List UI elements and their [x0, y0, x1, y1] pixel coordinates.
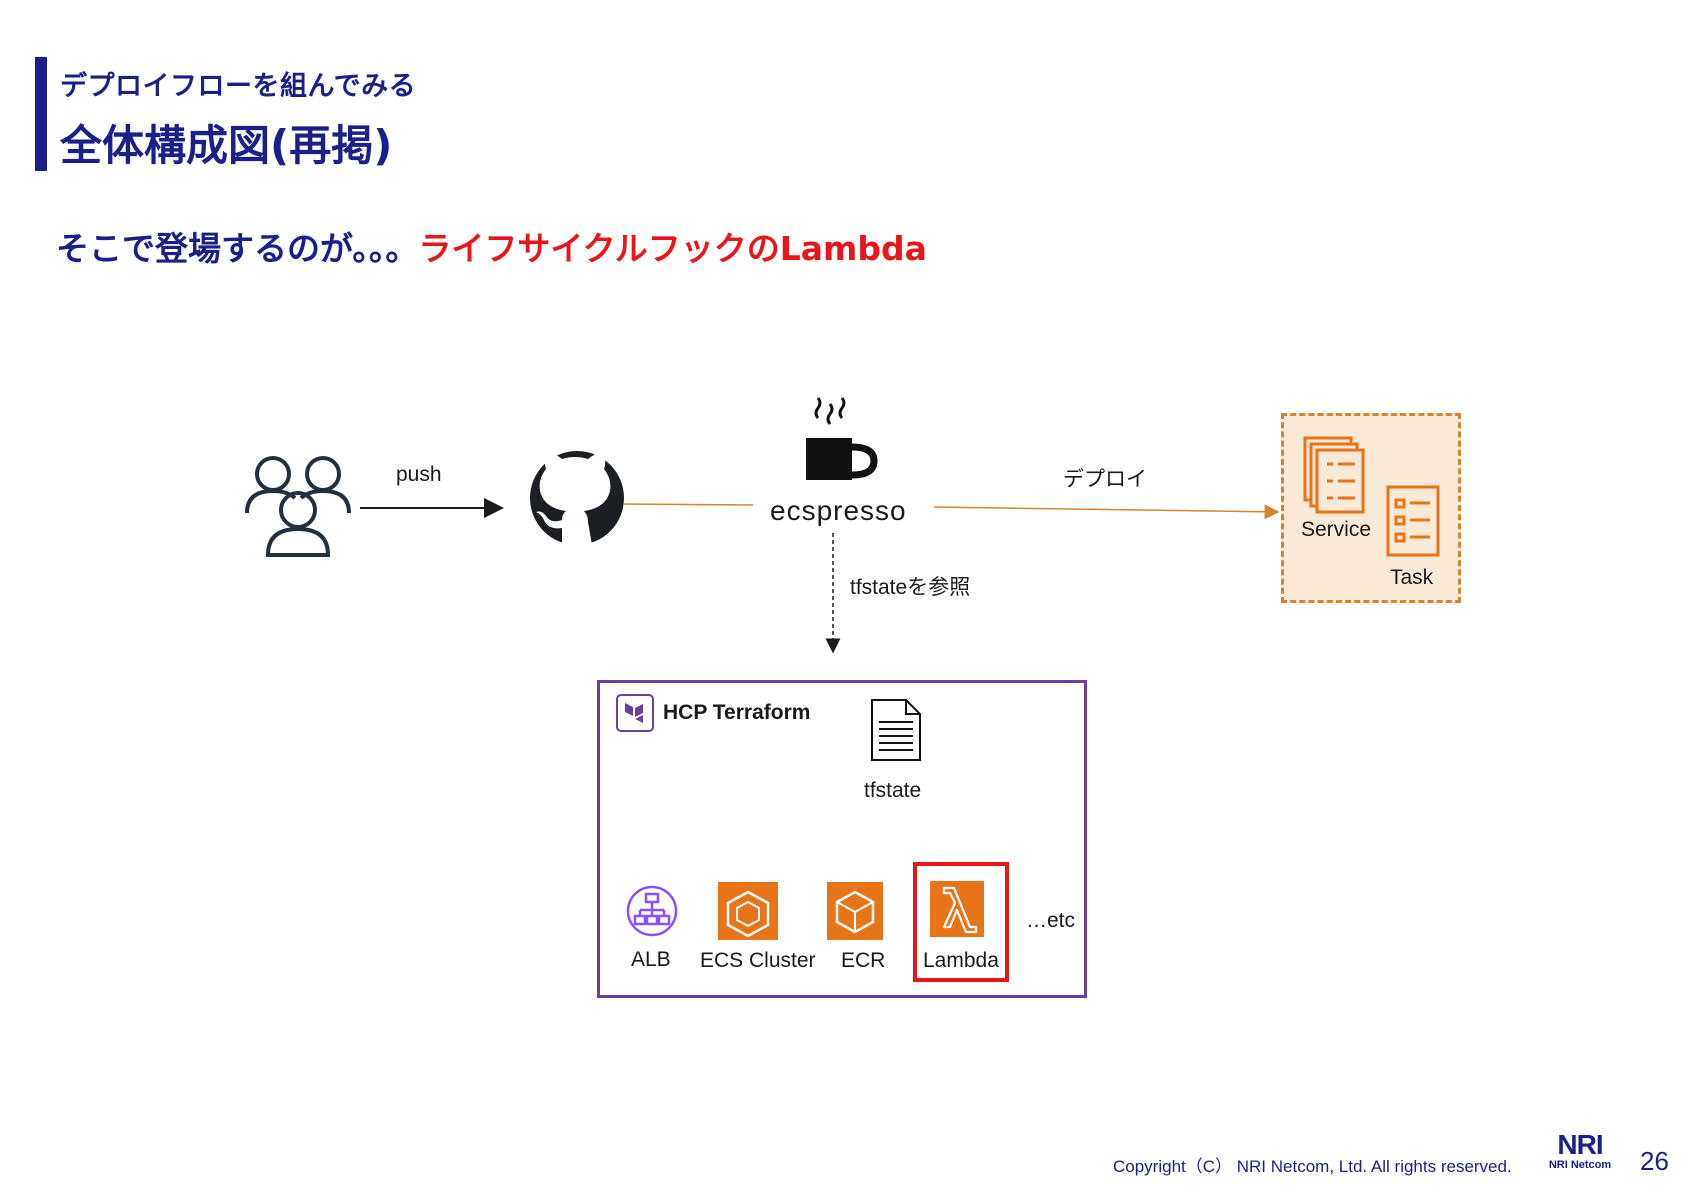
lambda-icon	[930, 881, 984, 937]
github-icon	[530, 451, 624, 545]
github-to-ecspresso-line	[623, 503, 754, 506]
hcp-terraform-box	[597, 680, 1087, 998]
document-icon	[871, 699, 921, 761]
deploy-label: デプロイ	[1063, 468, 1147, 491]
tfstate-label: tfstate	[864, 779, 922, 802]
copyright: Copyright（C） NRI Netcom, Ltd. All rights…	[1113, 1157, 1512, 1176]
deploy-arrow	[933, 504, 1280, 520]
users-icon	[245, 456, 351, 557]
hcp-terraform-title: HCP Terraform	[663, 701, 811, 724]
alb-icon	[626, 885, 678, 937]
page-number: 26	[1640, 1146, 1669, 1176]
lambda-highlight	[913, 862, 1009, 982]
lead-text-part2: ライフサイクルフックのLambda	[418, 229, 927, 268]
task-label: Task	[1390, 566, 1434, 589]
tfstate-ref-label: tfstateを参照	[850, 576, 971, 599]
ecr-icon	[827, 882, 883, 940]
title-accent-bar	[35, 57, 47, 171]
lead-text-part1: そこで登場するのが。。。	[56, 229, 419, 268]
nri-logo-sub: NRI Netcom	[1548, 1159, 1612, 1171]
lead-text: そこで登場するのが。。。ライフサイクルフックのLambda	[56, 222, 927, 270]
resource-label-alb: ALB	[631, 948, 671, 971]
nri-logo-main: NRI	[1557, 1129, 1603, 1160]
ecs-icon	[718, 882, 778, 940]
terraform-icon	[616, 694, 654, 732]
coffee-cup-icon	[806, 397, 878, 480]
service-label: Service	[1301, 518, 1372, 541]
ecspresso-label: ecspresso	[770, 495, 907, 526]
nri-logo: NRI NRI Netcom	[1544, 1129, 1616, 1172]
resource-label-lambda: Lambda	[923, 949, 999, 972]
resource-label-ecs-cluster: ECS Cluster	[700, 949, 816, 972]
push-label: push	[396, 463, 442, 486]
etc-label: …etc	[1026, 909, 1076, 932]
resource-label-ecr: ECR	[841, 949, 886, 972]
page-title: 全体構成図(再掲)	[60, 121, 393, 170]
section-subtitle: デプロイフローを組んでみる	[60, 71, 417, 102]
